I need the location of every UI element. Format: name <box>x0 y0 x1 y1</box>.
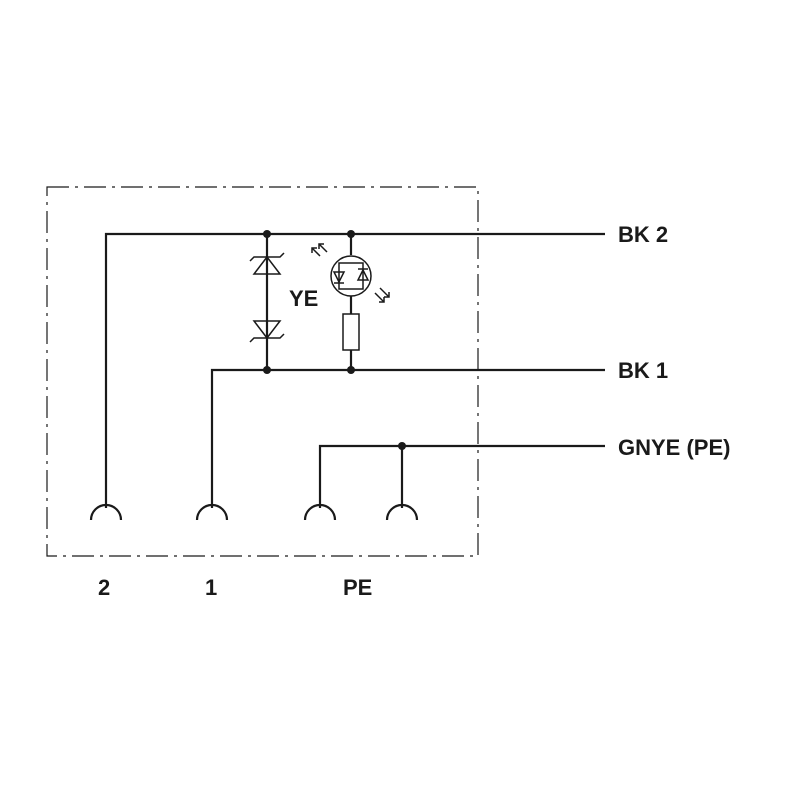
contact-2 <box>89 503 123 521</box>
label-pe: PE <box>343 575 372 600</box>
contact-pe-a <box>303 503 337 521</box>
label-ye: YE <box>289 286 318 311</box>
wire-bk2 <box>104 232 605 508</box>
contact-pe-b <box>385 503 419 521</box>
label-pin-1: 1 <box>205 575 217 600</box>
contact-1 <box>195 503 229 521</box>
suppressor-diode <box>249 234 285 370</box>
label-gnye: GNYE (PE) <box>618 435 730 460</box>
wire-gnye <box>318 444 605 508</box>
housing-outline <box>46 186 479 557</box>
junction-dots <box>263 230 406 450</box>
label-bk2: BK 2 <box>618 222 668 247</box>
socket-contacts <box>89 503 419 521</box>
resistor <box>342 313 360 370</box>
wire-bk1 <box>210 368 605 508</box>
label-pin-2: 2 <box>98 575 110 600</box>
led-indicator <box>311 234 390 314</box>
label-bk1: BK 1 <box>618 358 668 383</box>
